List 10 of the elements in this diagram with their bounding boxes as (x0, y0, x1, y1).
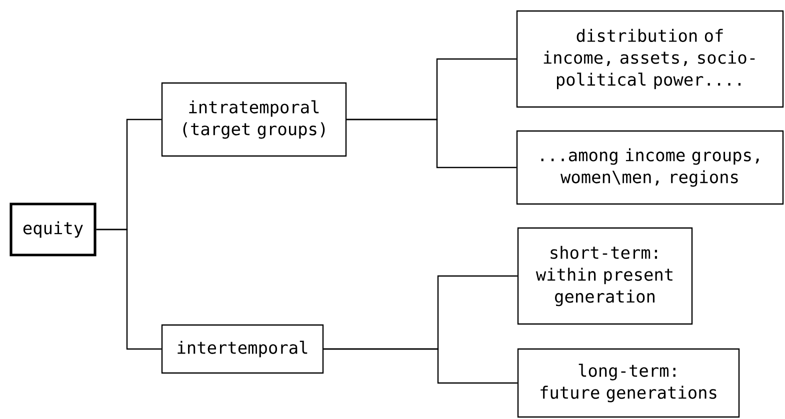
connector-line (324, 348, 518, 384)
description-box: long-term: future generations (517, 348, 740, 418)
category-box: intratemporal (target groups) (161, 82, 347, 157)
root-box: equity (10, 202, 96, 256)
connector-line (96, 228, 162, 350)
description-box: ...among income groups, women\men, regions (516, 130, 784, 205)
category-box: intertemporal (161, 324, 324, 374)
description-box: short-term: within present generation (517, 227, 693, 325)
connector-line (346, 118, 516, 168)
description-box: distribution of income, assets, socio-political power.... (516, 10, 784, 108)
